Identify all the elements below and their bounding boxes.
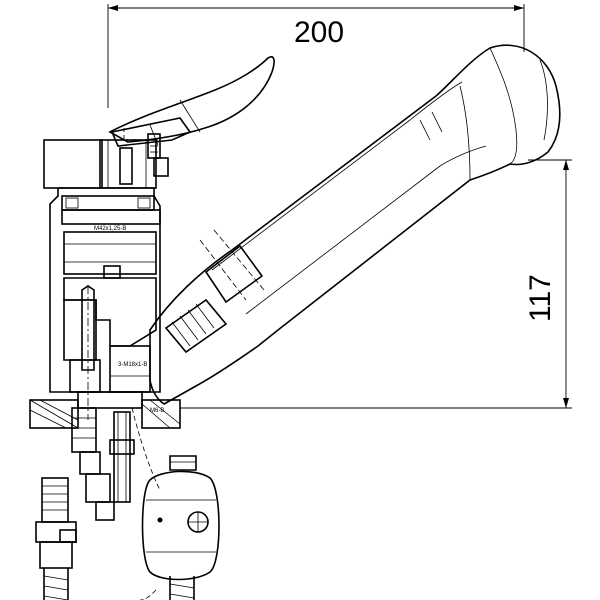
lever-handle xyxy=(108,56,275,147)
supply-fittings xyxy=(71,407,161,521)
left-hose xyxy=(35,477,77,600)
mixer-body: M42x1,25-B 3-M18x1-B xyxy=(49,187,161,420)
height-dimension-label: 117 xyxy=(524,274,557,322)
cartridge-head xyxy=(43,128,169,189)
spray-head xyxy=(149,44,561,405)
inner-thread-label: 3-M18x1-B xyxy=(118,362,147,368)
dimension-width: 200 xyxy=(107,4,525,108)
body-thread-label: M42x1,25-B xyxy=(94,226,126,232)
countertop: M6-B xyxy=(29,391,181,429)
dimension-height: 117 xyxy=(180,159,572,409)
base-thread-label: M6-B xyxy=(150,408,164,414)
width-dimension-label: 200 xyxy=(294,16,344,49)
hose-weight xyxy=(139,455,220,600)
